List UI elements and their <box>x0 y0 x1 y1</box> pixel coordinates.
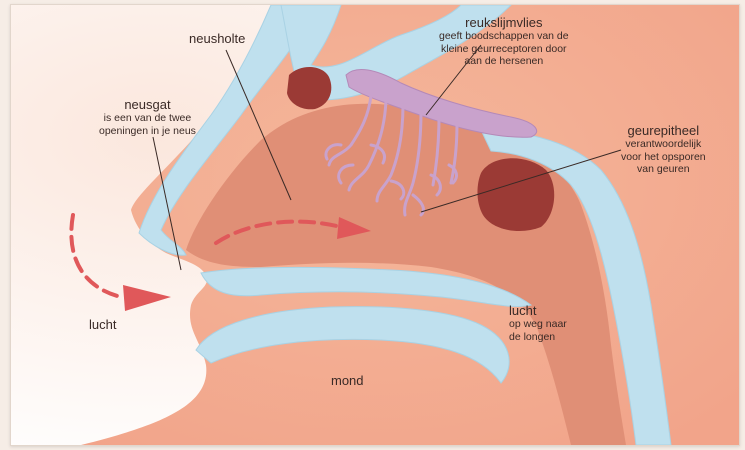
lucht-uit-title: lucht <box>509 303 567 318</box>
neusholte-title: neusholte <box>189 31 245 46</box>
mond-title: mond <box>331 373 364 388</box>
reukslijmvlies-line-1: geeft boodschappen van de <box>439 30 569 42</box>
neusgat-line-2: openingen in je neus <box>99 125 196 137</box>
label-neusgat: neusgat is een van de twee openingen in … <box>99 97 196 137</box>
geurepitheel-title: geurepitheel <box>621 123 706 138</box>
lucht-uit-line-1: op weg naar <box>509 318 567 330</box>
label-lucht-uit: lucht op weg naar de longen <box>509 303 567 343</box>
geurepitheel-line-1: verantwoordelijk <box>621 138 706 150</box>
nose-anatomy-diagram <box>11 5 739 445</box>
neusgat-line-1: is een van de twee <box>99 112 196 124</box>
label-reukslijmvlies: reukslijmvlies geeft boodschappen van de… <box>439 15 569 67</box>
reukslijmvlies-line-3: aan de hersenen <box>439 55 569 67</box>
frontal-sinus <box>287 67 331 109</box>
diagram-frame: neusholte neusgat is een van de twee ope… <box>10 4 740 446</box>
lucht-in-title: lucht <box>89 317 116 332</box>
label-neusholte: neusholte <box>189 31 245 46</box>
reukslijmvlies-title: reukslijmvlies <box>439 15 569 30</box>
neusgat-title: neusgat <box>99 97 196 112</box>
geurepitheel-line-3: van geuren <box>621 163 706 175</box>
lucht-uit-line-2: de longen <box>509 331 567 343</box>
label-lucht-in: lucht <box>89 317 116 332</box>
reukslijmvlies-line-2: kleine geurreceptoren door <box>439 43 569 55</box>
sphenoid-sinus <box>477 158 554 231</box>
geurepitheel-line-2: voor het opsporen <box>621 151 706 163</box>
label-geurepitheel: geurepitheel verantwoordelijk voor het o… <box>621 123 706 175</box>
label-mond: mond <box>331 373 364 388</box>
